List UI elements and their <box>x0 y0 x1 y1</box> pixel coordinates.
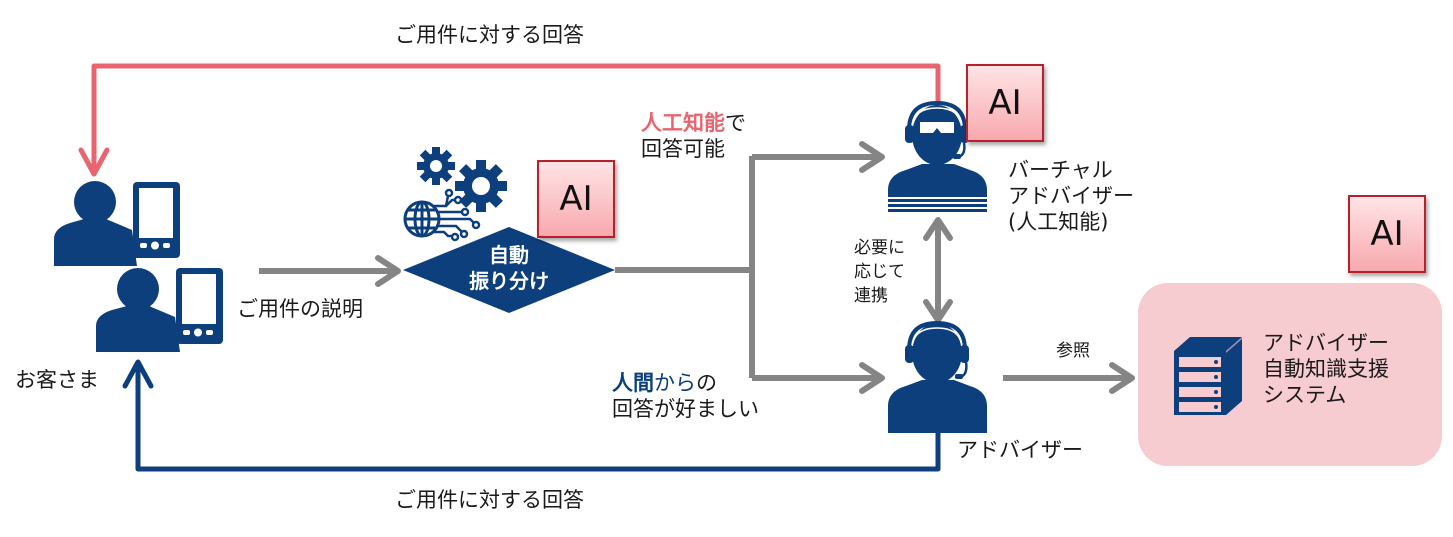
collaboration-line3: 連携 <box>854 286 888 306</box>
human-branch-mid: から <box>654 371 696 395</box>
ai-branch-line2: 回答可能 <box>641 137 725 161</box>
knowledge-system-line3: システム <box>1263 383 1347 407</box>
customer-label: お客さま <box>15 368 99 392</box>
top-response-connector <box>78 63 941 177</box>
knowledge-system-line2: 自動知識支援 <box>1263 357 1389 381</box>
ai-branch-label: 人工知能で 回答可能 <box>641 110 746 162</box>
customer-icon-2 <box>96 268 223 352</box>
gears-globe-circuit-icon <box>403 147 507 242</box>
reference-label: 参照 <box>1056 341 1090 361</box>
reference-arrow <box>1003 362 1135 394</box>
virtual-advisor-label: バーチャル アドバイザー (人工知能) <box>1008 157 1134 235</box>
bottom-response-connector <box>122 359 941 472</box>
top-response-label: ご用件に対する回答 <box>395 23 584 47</box>
server-icon <box>1174 337 1242 415</box>
knowledge-system-label: アドバイザー 自動知識支援 システム <box>1263 330 1389 408</box>
collaboration-arrow <box>923 217 953 323</box>
human-branch-line2: 回答が好ましい <box>612 397 759 421</box>
router-ai-badge: AI <box>537 160 615 238</box>
branch-connector <box>615 141 885 394</box>
auto-routing-line1: 自動 <box>489 243 529 267</box>
operator-headset-icon <box>888 320 987 433</box>
auto-routing-diamond <box>403 227 615 313</box>
request-label: ご用件の説明 <box>237 297 363 321</box>
advisor-label: アドバイザー <box>957 438 1083 462</box>
virtual-advisor-line1: バーチャル <box>1008 158 1113 182</box>
auto-routing-label: 自動 振り分け <box>439 242 579 294</box>
virtual-operator-headset-icon <box>888 100 987 212</box>
ai-branch-highlight: 人工知能 <box>641 111 725 135</box>
virtual-advisor-line2: アドバイザー <box>1008 184 1134 208</box>
virtual-advisor-ai-badge: AI <box>966 64 1044 142</box>
bottom-response-label: ご用件に対する回答 <box>395 488 584 512</box>
knowledge-system-ai-badge: AI <box>1348 195 1426 273</box>
request-arrow <box>259 255 401 287</box>
collaboration-line1: 必要に <box>854 238 905 258</box>
human-branch-suffix: の <box>696 371 717 395</box>
ai-branch-suffix: で <box>725 111 746 135</box>
knowledge-system-line1: アドバイザー <box>1263 331 1389 355</box>
auto-routing-line2: 振り分け <box>469 269 549 293</box>
collaboration-label: 必要に 応じて 連携 <box>854 236 905 308</box>
human-branch-label: 人間からの 回答が好ましい <box>612 370 759 422</box>
customer-icon-1 <box>54 181 180 266</box>
virtual-advisor-line3: (人工知能) <box>1008 210 1109 234</box>
human-branch-highlight: 人間 <box>612 371 654 395</box>
collaboration-line2: 応じて <box>854 262 905 282</box>
